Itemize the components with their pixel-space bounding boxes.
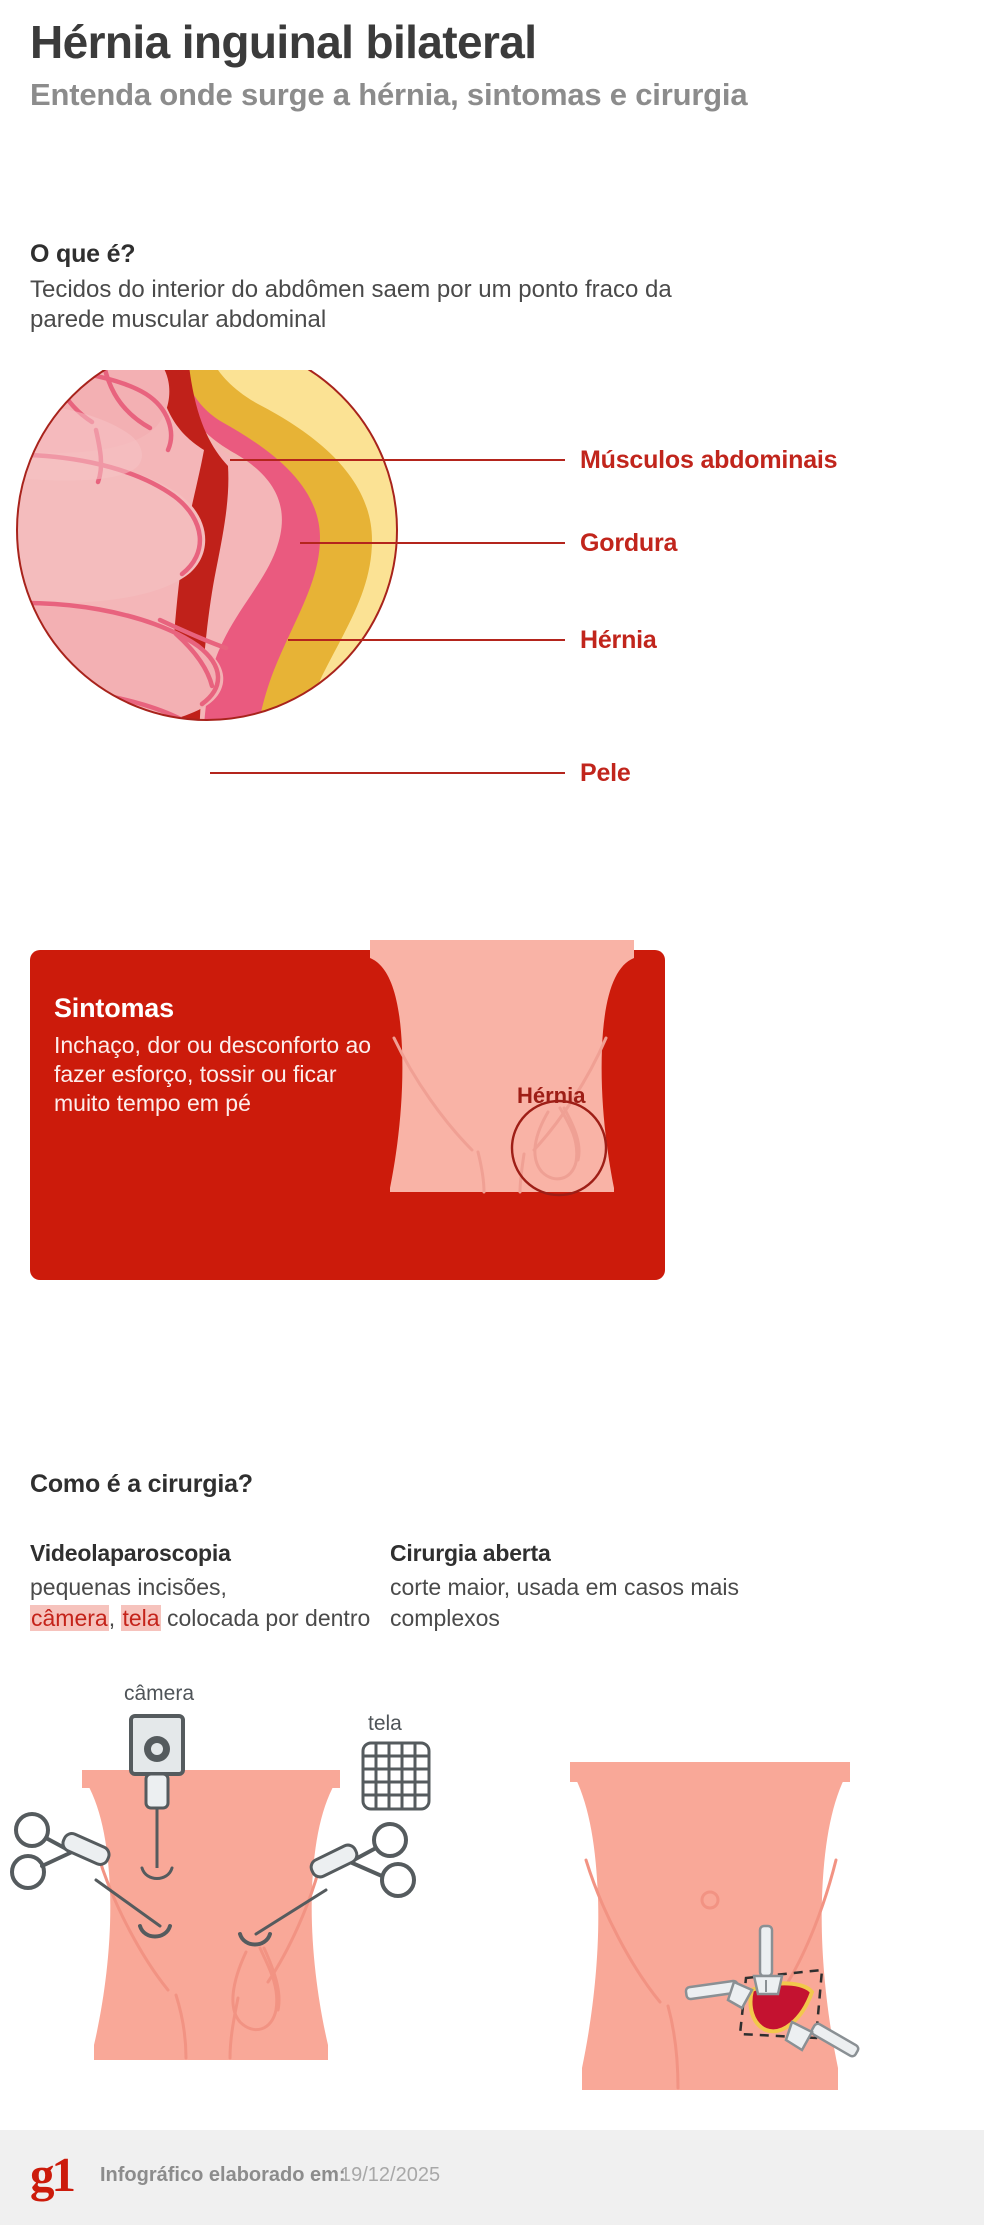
- footer-date: 19/12/2025: [340, 2164, 441, 2186]
- laparoscopy-hl-camera: câmera: [30, 1604, 109, 1631]
- symptoms-hernia-label: Hérnia: [517, 1083, 586, 1108]
- anatomy-label-skin: Pele: [580, 759, 631, 787]
- section-what-is: O que é? Tecidos do interior do abdômen …: [30, 240, 730, 336]
- footer: g1 Infográfico elaborado em: 19/12/2025: [0, 2130, 984, 2225]
- anatomy-label-fat: Gordura: [580, 529, 678, 557]
- symptoms-text: Inchaço, dor ou desconforto ao fazer esf…: [54, 1032, 372, 1116]
- mesh-label: tela: [368, 1712, 402, 1735]
- header: Hérnia inguinal bilateral Entenda onde s…: [30, 18, 960, 114]
- surgery-illustrations: câmera tela: [0, 1682, 984, 2110]
- anatomy-labels: Músculos abdominais Gordura Hérnia Pele: [0, 370, 984, 800]
- footer-credit: Infográfico elaborado em:: [100, 2164, 346, 2186]
- surgery-heading: Como é a cirurgia?: [30, 1470, 253, 1498]
- camera-label: câmera: [124, 1682, 195, 1705]
- laparoscopy-text: pequenas incisões, câmera, tela colocada…: [30, 1572, 430, 1633]
- page-subtitle: Entenda onde surge a hérnia, sintomas e …: [30, 77, 748, 113]
- symptoms-box: Sintomas Inchaço, dor ou desconforto ao …: [30, 940, 665, 1280]
- g1-logo: g1: [30, 2147, 76, 2202]
- anatomy-diagram: [0, 370, 984, 774]
- laparoscopy-title: Videolaparoscopia: [30, 1540, 231, 1566]
- surgery-option-laparoscopy: Videolaparoscopia pequenas incisões, câm…: [30, 1540, 430, 1633]
- symptoms-body-illustration: Hérnia: [352, 940, 652, 1250]
- laparoscopy-hl-mesh: tela: [121, 1604, 161, 1631]
- what-is-text: Tecidos do interior do abdômen saem por …: [30, 276, 672, 334]
- surgery-option-open: Cirurgia aberta corte maior, usada em ca…: [390, 1540, 790, 1633]
- symptoms-title: Sintomas: [54, 993, 174, 1023]
- anatomy-label-hernia: Hérnia: [580, 626, 657, 654]
- what-is-heading: O que é?: [30, 240, 136, 268]
- open-surgery-text: corte maior, usada em casos mais complex…: [390, 1574, 739, 1631]
- page-title: Hérnia inguinal bilateral: [30, 16, 537, 68]
- laparoscopy-text-after: colocada por dentro: [160, 1604, 371, 1631]
- section-surgery: Como é a cirurgia?: [30, 1470, 930, 1499]
- laparoscopy-sep: ,: [108, 1604, 122, 1631]
- laparoscopy-text-before: pequenas incisões,: [30, 1574, 227, 1600]
- open-surgery-title: Cirurgia aberta: [390, 1540, 551, 1566]
- anatomy-label-muscles: Músculos abdominais: [580, 446, 838, 474]
